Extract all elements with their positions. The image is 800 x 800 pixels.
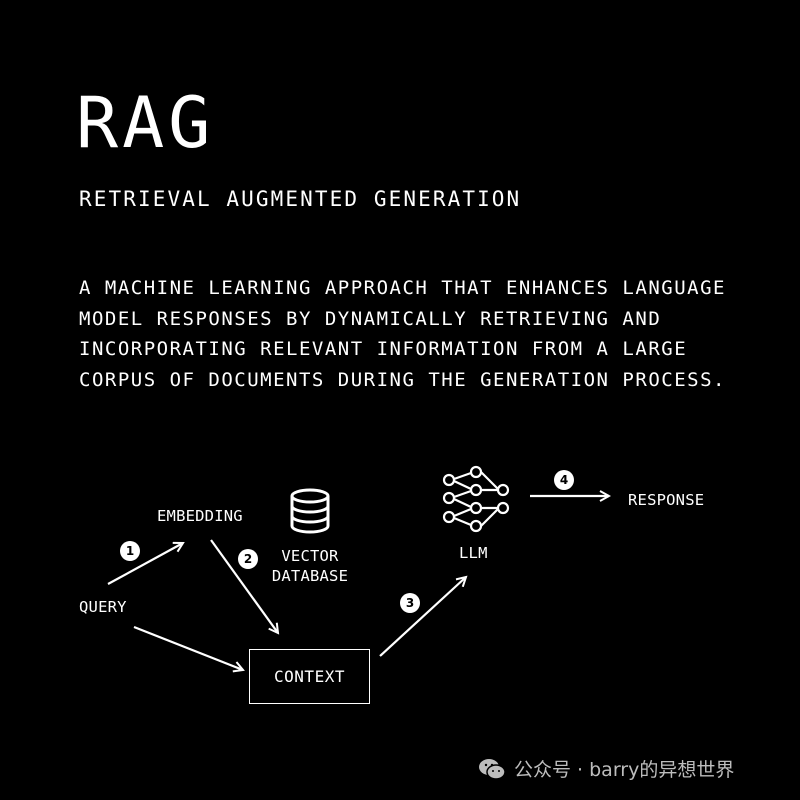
description-line: CORPUS OF DOCUMENTS DURING THE GENERATIO… bbox=[79, 368, 726, 391]
step-2-badge: 2 bbox=[238, 549, 258, 569]
step-1-badge: 1 bbox=[120, 541, 140, 561]
description-paragraph: A MACHINE LEARNING APPROACH THAT ENHANCE… bbox=[79, 273, 739, 395]
description-line: A MACHINE LEARNING APPROACH THAT ENHANCE… bbox=[79, 277, 726, 299]
description-line: MODEL RESPONSES BY DYNAMICALLY RETRIEVIN… bbox=[79, 307, 662, 330]
vector-database-label: VECTOR DATABASE bbox=[266, 546, 354, 586]
llm-label: LLM bbox=[459, 544, 488, 562]
arrow-query-to-context bbox=[133, 625, 243, 670]
watermark-text: 公众号 · barry的异想世界 bbox=[514, 759, 735, 781]
watermark: 公众号 · barry的异想世界 bbox=[478, 755, 734, 782]
page-title: RAG bbox=[76, 82, 215, 164]
arrow-context-to-llm bbox=[379, 577, 466, 657]
vector-database-label-line1: VECTOR bbox=[281, 547, 339, 565]
embedding-label: EMBEDDING bbox=[157, 507, 243, 525]
arrow-embedding-to-context bbox=[210, 539, 278, 633]
page-subtitle: RETRIEVAL AUGMENTED GENERATION bbox=[79, 187, 522, 211]
step-4-badge: 4 bbox=[554, 470, 574, 490]
query-label: QUERY bbox=[79, 598, 127, 616]
vector-database-label-line2: DATABASE bbox=[271, 567, 349, 586]
database-icon bbox=[290, 488, 330, 534]
wechat-icon bbox=[479, 758, 506, 780]
context-box: CONTEXT bbox=[249, 649, 370, 704]
response-label: RESPONSE bbox=[628, 491, 705, 509]
context-label: CONTEXT bbox=[274, 667, 345, 686]
arrow-query-to-embedding bbox=[107, 543, 183, 585]
description-line: INCORPORATING RELEVANT INFORMATION FROM … bbox=[79, 338, 688, 360]
step-3-badge: 3 bbox=[400, 593, 420, 613]
neural-network-icon bbox=[442, 465, 510, 533]
